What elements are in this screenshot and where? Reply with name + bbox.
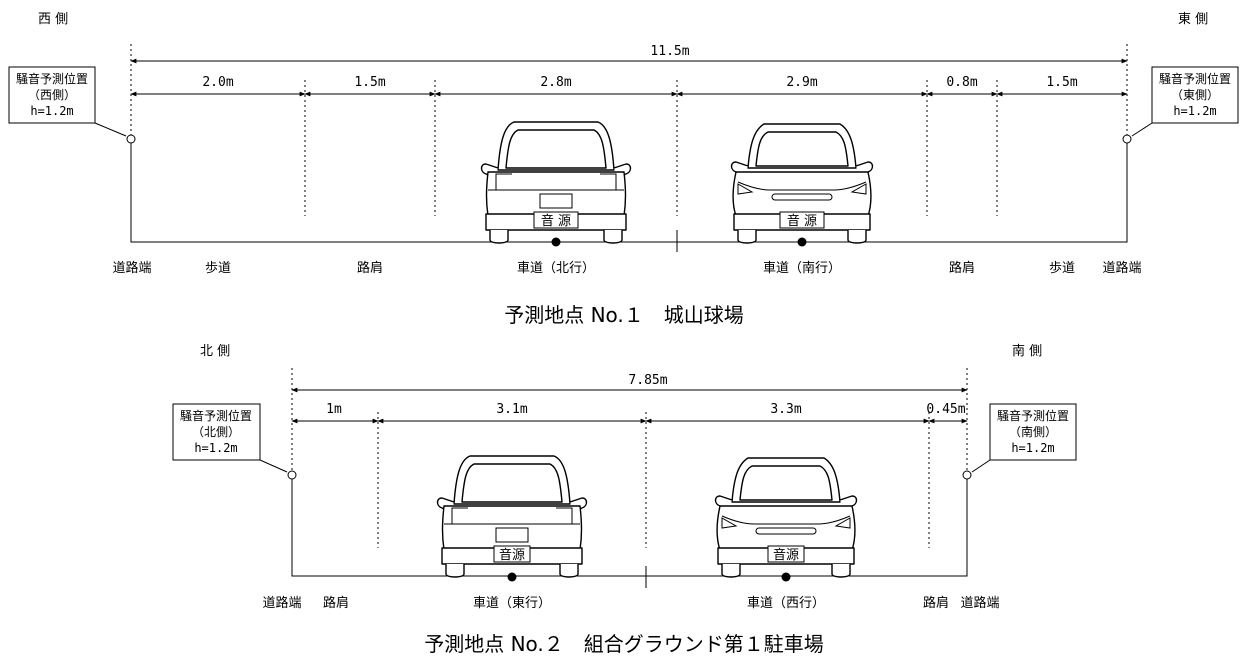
width-label: 1m [326,402,342,417]
lane-label: 車道（西行） [747,596,825,611]
width-label: 3.3m [770,402,801,417]
svg-text:h=1.2m: h=1.2m [30,104,73,118]
sound-source-label: 音 源 [541,213,571,229]
measurement-point-marker [962,470,972,480]
svg-text:騒音予測位置: 騒音予測位置 [16,71,88,86]
sound-source-dot [781,572,791,582]
width-label: 3.1m [496,402,527,417]
shoulder-label: 路肩 [949,260,975,276]
svg-text:騒音予測位置: 騒音予測位置 [1159,71,1231,86]
shoulder-label: 路肩 [357,260,383,276]
sound-source-dot [797,237,807,247]
north-side-label: 北 側 [200,344,230,359]
sound-source-label-box [767,545,805,563]
svg-text:（東側）: （東側） [1171,88,1219,102]
west-side-label: 西 側 [38,12,68,27]
sound-source-label: 音源 [773,547,799,563]
measurement-point-marker [287,470,297,480]
svg-text:h=1.2m: h=1.2m [1173,104,1216,118]
lane-label: 車道（南行） [763,260,841,276]
south-side-label: 南 側 [1012,343,1042,359]
svg-text:h=1.2m: h=1.2m [1011,441,1054,455]
road-surface-line [291,479,968,577]
sound-source-label: 音 源 [787,213,817,229]
right-prediction-box: 騒音予測位置 （東側） h=1.2m [1151,66,1239,124]
measurement-point-marker [126,134,136,144]
diagram-2: 北 側 南 側 7.85m 1m 3.1m 3.3m 0.45m 騒音予測位置 … [172,343,1077,656]
road-edge-label: 道路端 [112,260,151,276]
sound-source-label-box [533,211,579,229]
sound-source-label-box [493,545,531,563]
measurement-point-marker [1122,134,1132,144]
total-width-label: 7.85m [628,373,667,388]
svg-text:（北側）: （北側） [192,425,240,439]
road-edge-label: 道路端 [1102,260,1141,276]
caption-2: 予測地点 No.２ 組合グラウンド第１駐車場 [424,632,824,656]
width-label: 0.45m [926,402,965,417]
width-label: 0.8m [946,75,977,90]
left-prediction-box: 騒音予測位置 （西側） h=1.2m [8,66,96,124]
road-surface-line [130,143,1128,243]
sidewalk-label: 歩道 [205,261,231,276]
sound-source-dot [551,237,561,247]
lane-label: 車道（東行） [473,595,551,611]
diagram-1: 西 側 東 側 11.5m 2.0m 1.5m 2.8m 2.9m 0.8m 1… [8,11,1239,327]
shoulder-label: 路肩 [923,595,949,611]
right-prediction-box: 騒音予測位置 （南側） h=1.2m [989,403,1077,461]
width-label: 1.5m [354,75,385,90]
left-prediction-box: 騒音予測位置 （北側） h=1.2m [172,403,261,461]
svg-text:（南側）: （南側） [1009,424,1057,439]
road-edge-label: 道路端 [960,595,999,611]
svg-text:騒音予測位置: 騒音予測位置 [180,408,252,423]
caption-1: 予測地点 No.１ 城山球場 [504,303,744,327]
sound-source-label: 音源 [499,547,525,563]
svg-text:h=1.2m: h=1.2m [194,441,237,455]
width-label: 2.8m [540,75,571,90]
width-label: 1.5m [1046,75,1077,90]
width-label: 2.9m [786,75,817,90]
east-side-label: 東 側 [1178,11,1208,27]
shoulder-label: 路肩 [323,595,349,611]
svg-text:（西側）: （西側） [28,88,76,102]
sidewalk-label: 歩道 [1049,261,1075,276]
svg-text:騒音予測位置: 騒音予測位置 [997,408,1069,423]
sound-source-dot [507,572,517,582]
total-width-label: 11.5m [650,44,689,59]
width-label: 2.0m [202,75,233,90]
sound-source-label-box [779,211,825,229]
road-edge-label: 道路端 [262,595,301,611]
lane-label: 車道（北行） [517,261,595,276]
